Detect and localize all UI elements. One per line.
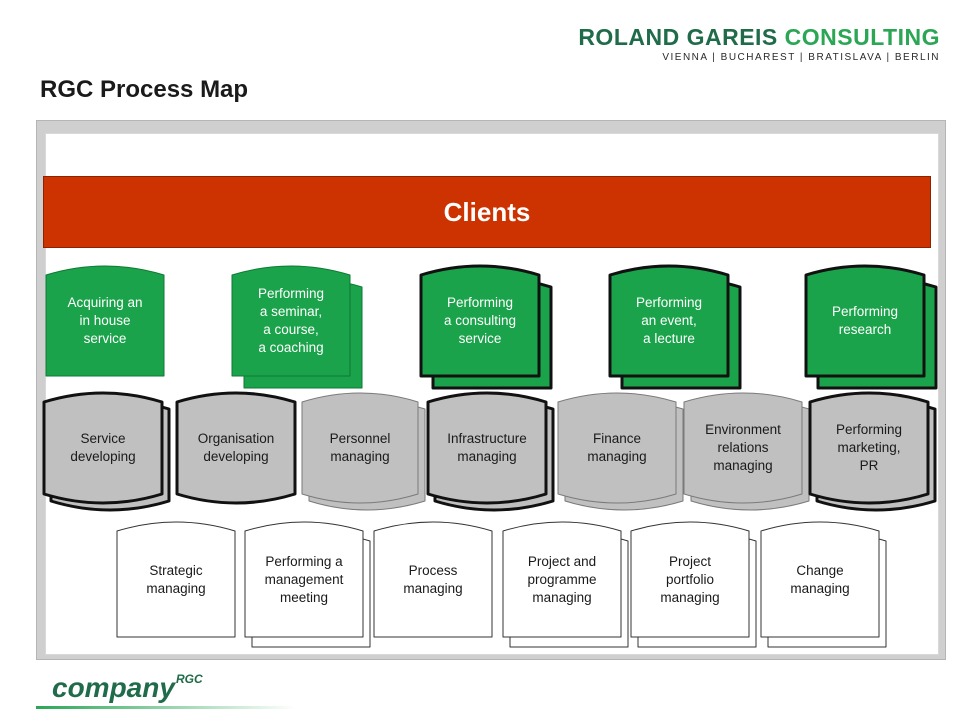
management-process-label: Project portfolio managing	[660, 553, 720, 605]
logo-name-part1: ROLAND GAREIS	[578, 24, 785, 50]
management-process-shape	[244, 521, 364, 638]
business-process-shape	[608, 264, 730, 378]
support-process-shape	[683, 392, 803, 504]
support-process-label: Infrastructure managing	[447, 431, 527, 464]
business-process-label: Performing a seminar, a course, a coachi…	[257, 286, 325, 355]
management-process-label: Strategic managing	[146, 562, 206, 596]
page-title: RGC Process Map	[40, 76, 249, 103]
support-process-shape	[42, 391, 164, 505]
management-process-label: Performing a management meeting	[264, 553, 344, 605]
management-process-shape	[116, 521, 236, 638]
support-process-shape	[808, 391, 930, 505]
logo-name-part2: CONSULTING	[784, 24, 940, 50]
management-process-shape	[373, 521, 493, 638]
support-process-shape	[301, 392, 419, 504]
management-process-label: Process managing	[403, 562, 463, 596]
footer-brand: company	[52, 672, 175, 703]
support-process-shape	[426, 391, 548, 505]
logo-company-name: ROLAND GAREIS CONSULTING	[578, 24, 940, 50]
support-process-label: Organisation developing	[197, 431, 275, 464]
business-process-shape	[804, 264, 926, 378]
footer-logo: companyRGC	[52, 672, 203, 704]
management-process-label: Change managing	[790, 562, 850, 596]
business-process-label: Acquiring an in house service	[67, 295, 143, 346]
logo-cities: VIENNA | BUCHAREST | BRATISLAVA | BERLIN	[662, 52, 940, 63]
management-process-shape	[760, 521, 880, 638]
support-process-label: Environment relations managing	[705, 422, 781, 473]
footer-line	[36, 706, 296, 709]
support-process-label: Performing marketing, PR	[835, 422, 903, 473]
business-process-shape	[45, 265, 165, 377]
support-process-label: Service developing	[70, 431, 136, 464]
support-process-label: Personnel managing	[329, 431, 391, 464]
business-process-label: Performing an event, a lecture	[635, 295, 703, 346]
footer-brand-sup: RGC	[175, 672, 203, 686]
support-process-shape	[175, 391, 297, 505]
management-process-shape	[502, 521, 622, 638]
clients-bar: Clients	[43, 176, 931, 248]
business-process-label: Performing a consulting service	[443, 295, 517, 346]
business-process-label: Performing research	[831, 304, 899, 337]
company-logo: ROLAND GAREIS CONSULTING VIENNA | BUCHAR…	[578, 24, 940, 63]
support-process-shape	[557, 392, 677, 504]
business-process-shape	[231, 265, 351, 377]
management-process-label: Project and programme managing	[527, 553, 597, 605]
business-process-shape	[419, 264, 541, 378]
management-process-shape	[630, 521, 750, 638]
support-process-label: Finance managing	[587, 431, 647, 464]
